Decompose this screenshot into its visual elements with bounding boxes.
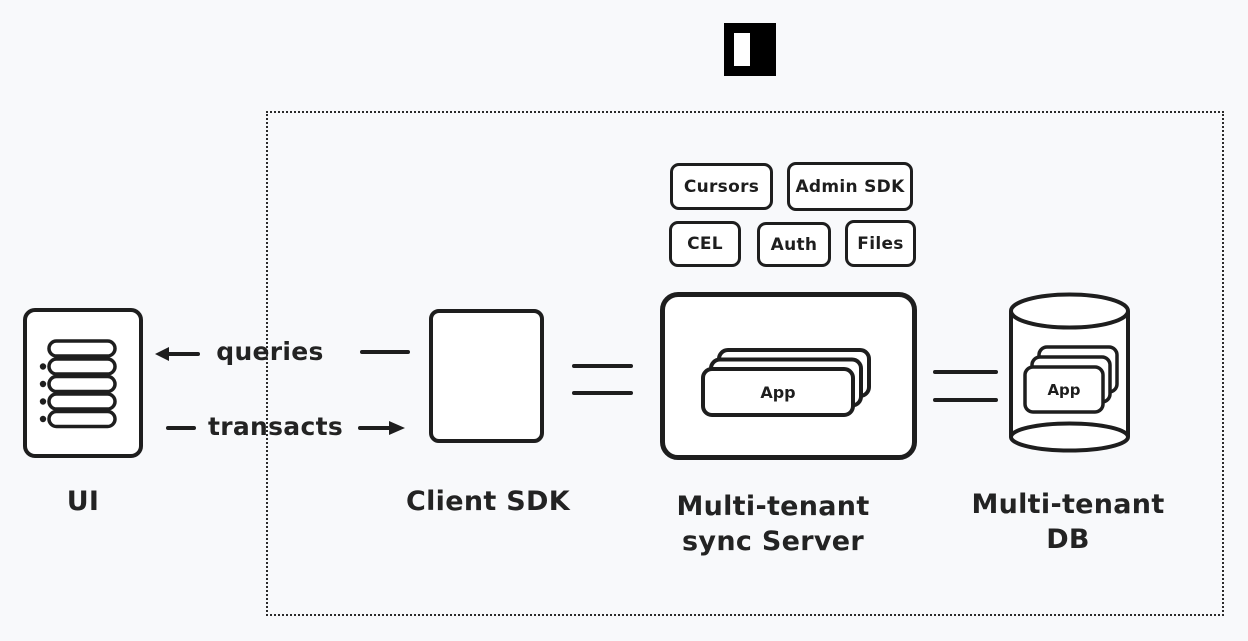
- badge-files: Files: [845, 220, 916, 267]
- badge-auth: Auth: [757, 222, 831, 267]
- server-app-card-label: App: [760, 382, 796, 402]
- badge-admin-sdk: Admin SDK: [787, 162, 913, 211]
- db-label-line1: Multi-tenant: [971, 489, 1165, 520]
- sync-server-label: Multi-tenant sync Server: [648, 489, 898, 559]
- client-sdk-label: Client SDK: [406, 486, 570, 517]
- client-sdk-node: [429, 309, 544, 443]
- badge-cel: CEL: [669, 221, 741, 267]
- queries-line-segment: [360, 350, 410, 354]
- queries-label: queries: [216, 337, 324, 366]
- db-label: Multi-tenant DB: [968, 487, 1168, 557]
- ui-list-icon: [39, 339, 117, 429]
- queries-arrow-icon: [155, 347, 200, 361]
- db-app-card-stack-icon: [1023, 345, 1119, 414]
- server-app-card-stack-icon: [701, 348, 871, 417]
- database-cylinder-icon: [1009, 292, 1130, 453]
- badge-auth-label: Auth: [770, 234, 818, 255]
- system-boundary: [266, 111, 1224, 616]
- transacts-label: transacts: [207, 412, 344, 441]
- sync-server-label-line2: sync Server: [682, 526, 864, 557]
- sdk-server-link-top: [572, 364, 633, 368]
- db-label-line2: DB: [1046, 524, 1090, 555]
- badge-cursors: Cursors: [670, 163, 773, 210]
- transacts-line-segment: [166, 426, 196, 430]
- server-db-link-top: [933, 370, 998, 374]
- transacts-arrow-icon: [358, 421, 405, 435]
- sync-server-label-line1: Multi-tenant: [676, 491, 870, 522]
- badge-admin-sdk-label: Admin SDK: [795, 176, 905, 197]
- ui-node-label: UI: [66, 486, 100, 517]
- badge-files-label: Files: [857, 233, 904, 254]
- db-app-card-label: App: [1047, 380, 1081, 399]
- logo-bar: [734, 33, 750, 66]
- badge-cursors-label: Cursors: [683, 176, 760, 197]
- sdk-server-link-bottom: [572, 391, 633, 395]
- server-db-link-bottom: [933, 398, 998, 402]
- badge-cel-label: CEL: [687, 234, 723, 254]
- instant-logo-icon: [724, 23, 776, 76]
